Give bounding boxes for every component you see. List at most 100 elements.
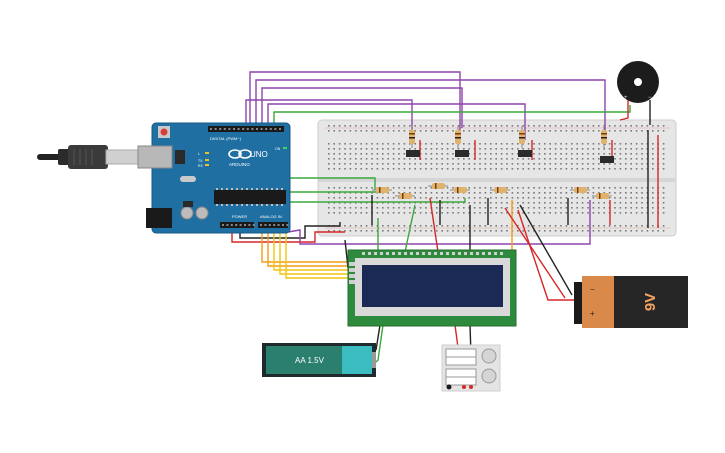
- pin-hole: [646, 230, 649, 232]
- digital-header[interactable]: [208, 126, 284, 132]
- wire-red-5v[interactable]: [231, 224, 345, 243]
- pin-hole: [592, 230, 595, 232]
- pin-hole: [344, 230, 346, 232]
- battery-aa[interactable]: AA 1.5V: [262, 343, 376, 377]
- wire-9v-red-2[interactable]: [504, 207, 566, 299]
- wire-green-buzzer[interactable]: [273, 105, 631, 124]
- pin-hole: [328, 212, 330, 214]
- piezo-buzzer[interactable]: + −: [617, 61, 659, 103]
- pin-hole: [560, 187, 562, 189]
- pin-hole: [619, 158, 622, 160]
- arduino-uno-board[interactable]: DIGITAL (PWM~) UNO ARDUINO L TX RX ON PO…: [137, 122, 291, 234]
- pin-hole: [446, 212, 449, 214]
- resistor[interactable]: [601, 126, 607, 148]
- wire-yellow-1[interactable]: [273, 224, 350, 271]
- pin-hole: [398, 143, 400, 145]
- wire-red-buzzer[interactable]: [619, 100, 629, 121]
- pin-hole: [592, 187, 595, 189]
- resistor[interactable]: [372, 187, 392, 193]
- pin-hole: [355, 158, 357, 160]
- resistor[interactable]: [455, 126, 461, 148]
- pin-hole: [608, 125, 611, 127]
- pin-hole: [387, 148, 389, 150]
- pin-hole: [641, 207, 643, 209]
- wire-purple-5[interactable]: [267, 103, 526, 140]
- battery-9v-plus-label: +: [590, 309, 595, 318]
- wire-purple-4[interactable]: [245, 99, 413, 140]
- pin-hole: [328, 197, 330, 199]
- resistor[interactable]: [450, 187, 470, 193]
- pin-hole: [484, 163, 487, 165]
- pin-hole: [333, 207, 335, 209]
- pin-hole: [511, 197, 514, 199]
- pin-hole: [436, 163, 438, 165]
- pushbutton[interactable]: [406, 150, 420, 157]
- pin-hole: [488, 252, 491, 255]
- pin-hole: [457, 148, 460, 150]
- resistor[interactable]: [395, 193, 415, 199]
- pushbutton[interactable]: [600, 156, 614, 163]
- pin-hole: [560, 230, 562, 232]
- pin-hole: [248, 224, 251, 226]
- pin-hole: [641, 153, 643, 155]
- resistor[interactable]: [409, 126, 415, 148]
- wire-yellow-2[interactable]: [279, 224, 350, 275]
- pin-hole: [403, 202, 406, 204]
- pin-hole: [360, 148, 362, 150]
- pin-hole: [603, 163, 605, 165]
- wire-orange-1[interactable]: [261, 224, 350, 263]
- lcd-16x2-display[interactable]: [347, 249, 517, 327]
- pin-hole: [635, 153, 638, 155]
- wire-purple-3[interactable]: [261, 87, 463, 128]
- wire-lcd-green-2[interactable]: [404, 204, 416, 253]
- pin-hole: [522, 187, 524, 189]
- pin-hole: [425, 168, 427, 170]
- pin-hole: [506, 153, 508, 155]
- wire-9v-red[interactable]: [517, 209, 575, 301]
- pin-hole: [441, 158, 443, 160]
- pin-hole: [549, 207, 551, 209]
- resistor[interactable]: [570, 187, 590, 193]
- resistor[interactable]: [592, 193, 612, 199]
- wire-orange-2[interactable]: [267, 224, 350, 267]
- usb-port[interactable]: [137, 145, 173, 169]
- analog-header[interactable]: [258, 222, 288, 228]
- resistor[interactable]: [490, 187, 510, 193]
- pin-hole: [614, 158, 616, 160]
- pin-hole: [484, 168, 487, 170]
- dc-power-jack[interactable]: [146, 208, 172, 228]
- wire-aa-green[interactable]: [375, 324, 384, 363]
- pin-hole: [214, 128, 217, 130]
- pin-hole: [446, 130, 449, 132]
- pin-hole: [635, 225, 638, 227]
- pin-hole: [376, 168, 379, 170]
- potentiometer-module[interactable]: [441, 344, 501, 392]
- wire-lcd-red[interactable]: [429, 197, 439, 253]
- pin-hole: [264, 224, 267, 226]
- resistor[interactable]: [519, 126, 525, 148]
- pin-hole: [560, 197, 562, 199]
- pin-hole: [436, 197, 438, 199]
- wire-aa-black[interactable]: [375, 324, 381, 351]
- pushbutton[interactable]: [455, 150, 469, 157]
- wire-9v-black[interactable]: [519, 204, 573, 296]
- pin-hole: [511, 163, 514, 165]
- wire-black-gnd[interactable]: [239, 222, 341, 239]
- pin-hole: [554, 163, 557, 165]
- battery-9v[interactable]: − + 9V: [574, 276, 688, 328]
- usb-cable[interactable]: [37, 145, 139, 169]
- pin-hole: [468, 153, 470, 155]
- pin-hole: [473, 163, 476, 165]
- pin-hole: [360, 230, 362, 232]
- pin-hole: [392, 252, 395, 255]
- pin-hole: [430, 158, 433, 160]
- resistor[interactable]: [428, 183, 448, 189]
- pin-hole: [476, 252, 479, 255]
- pin-hole: [463, 212, 465, 214]
- pin-hole: [382, 143, 384, 145]
- pin-hole: [619, 225, 622, 227]
- pushbutton[interactable]: [518, 150, 532, 157]
- wire-yellow-3[interactable]: [285, 224, 350, 279]
- pin-hole: [614, 148, 616, 150]
- breadboard[interactable]: [317, 119, 677, 237]
